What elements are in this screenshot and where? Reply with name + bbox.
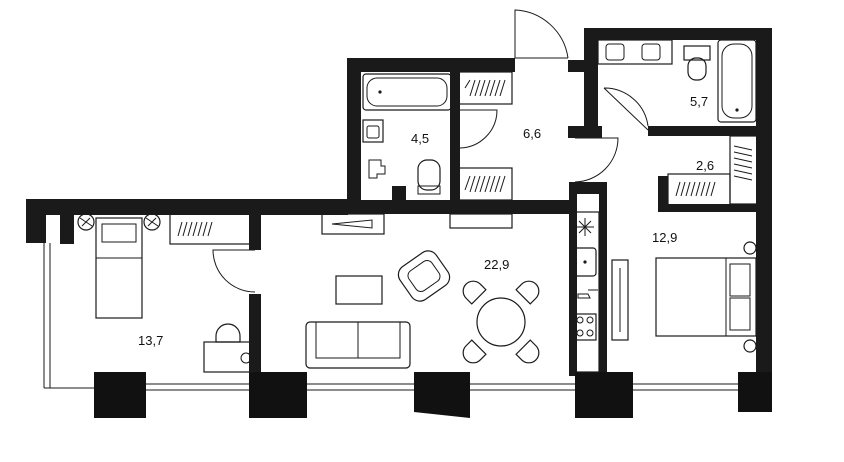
wc-toilet-tank: [683, 45, 711, 61]
wall-partition-upper: [249, 214, 261, 250]
pillar-4: [575, 372, 633, 418]
kitchen: [570, 211, 629, 373]
double-bed-icon: [655, 257, 757, 337]
wall-top-left: [26, 199, 348, 215]
dining-chair-icon: [462, 280, 487, 305]
faucet-icon: [577, 289, 598, 299]
kitchen-sink-icon: [573, 247, 597, 277]
area-label-bedroom-right: 12,9: [652, 230, 677, 245]
desk-icon: [203, 341, 253, 373]
wall-bath-right-lower: [450, 110, 460, 214]
area-label-bedroom-left: 13,7: [138, 333, 163, 348]
wc-door-icon: [603, 87, 649, 131]
cooktop-icon: [573, 313, 597, 341]
kitchen-island-icon: [611, 259, 629, 341]
wall-bath-top: [347, 58, 515, 72]
wall-bath-left: [347, 58, 361, 214]
wc-fixtures: [597, 39, 757, 123]
toilet-icon: [417, 159, 441, 191]
walls: [26, 28, 772, 412]
bedroom-door-icon: [212, 249, 256, 293]
bedroom-right-furniture: [655, 241, 757, 353]
wall-left-stub: [60, 214, 74, 244]
wall-wc-top: [584, 28, 772, 40]
wall-wc-left: [584, 28, 598, 128]
wall-wc-bottom: [648, 126, 758, 136]
wall-bath-right-upper: [450, 72, 460, 112]
washbasin-icon: [362, 119, 384, 143]
wardrobe-hall-bottom: [457, 167, 513, 201]
dining-table-icon: [476, 297, 526, 347]
wall-kitchen-left: [569, 182, 577, 376]
wardrobe-bedroom: [169, 213, 251, 245]
wall-closet-bottom: [658, 204, 758, 212]
pillars: [94, 372, 772, 418]
bathroom-fixtures: [362, 73, 452, 195]
wall-partition-lower: [249, 294, 261, 374]
kitchen-counter: [570, 211, 600, 373]
wardrobe-closet-right: [729, 135, 759, 205]
bathtub-icon: [362, 73, 452, 111]
dining-chair-icon-2: [515, 280, 540, 305]
area-label-living: 22,9: [484, 257, 509, 272]
area-label-bathroom: 4,5: [411, 131, 429, 146]
wc-toilet-icon: [687, 57, 707, 81]
room-labels: 4,5 6,6 5,7 2,6 13,7 22,9 12,9: [138, 94, 714, 348]
tv-stand-icon: [321, 213, 385, 235]
pillar-1: [94, 372, 146, 418]
living-furniture: [305, 213, 540, 369]
wall-left-cap: [26, 199, 46, 243]
wall-bath-stub: [392, 186, 406, 214]
plant-icon-2: [143, 213, 161, 231]
wall-kitchen-right: [599, 182, 607, 376]
coffee-table-icon: [335, 275, 383, 305]
armchair-icon: [397, 250, 451, 302]
nightstand-lamp-icon: [743, 241, 757, 255]
wc-vanity: [597, 39, 673, 65]
wall-right: [756, 28, 772, 412]
entrance-door-icon: [514, 9, 569, 59]
wall-hall-mid: [568, 126, 602, 138]
windows: [43, 243, 738, 391]
pillar-2: [249, 372, 307, 418]
wc-sink-icon-2: [641, 43, 661, 61]
bathroom-door-icon: [459, 109, 498, 149]
area-label-wc: 5,7: [690, 94, 708, 109]
wardrobes: [169, 71, 759, 245]
pillar-5: [738, 372, 772, 412]
hood-icon: [576, 218, 594, 236]
chair-icon: [215, 323, 241, 343]
bedroom-left-furniture: [77, 213, 253, 373]
lamp-icon: [240, 352, 252, 364]
dining-chair-icon-3: [462, 339, 487, 364]
dining-chair-icon-4: [515, 339, 540, 364]
doors: [212, 9, 649, 293]
pillar-3: [414, 372, 470, 418]
plant-icon: [77, 213, 95, 231]
wall-closet-left: [658, 176, 668, 210]
washing-machine-icon: [368, 159, 386, 179]
area-label-closet: 2,6: [696, 158, 714, 173]
wc-sink-icon: [605, 43, 625, 61]
single-bed-icon: [95, 217, 143, 319]
wardrobe-hall-top: [457, 71, 513, 105]
wc-bathtub-icon: [717, 39, 757, 123]
area-label-hall: 6,6: [523, 126, 541, 141]
shelf-icon: [449, 213, 513, 229]
nightstand-lamp-icon-2: [743, 339, 757, 353]
hall-door-icon: [574, 137, 619, 183]
wall-kitchen-top: [569, 182, 607, 194]
